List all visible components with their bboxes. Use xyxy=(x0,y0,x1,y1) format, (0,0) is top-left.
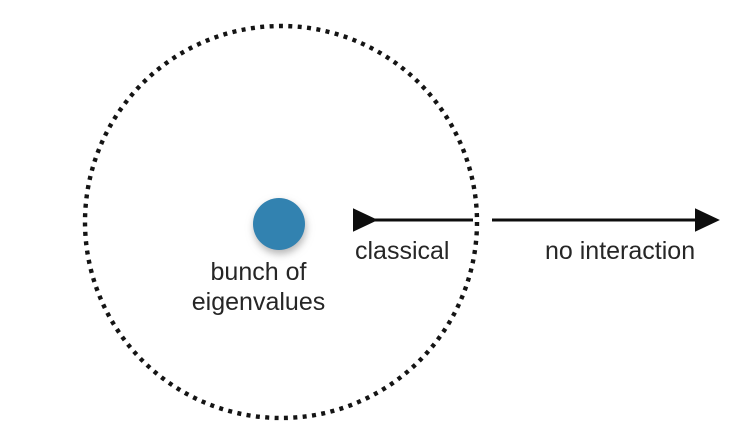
eigenvalue-label-line2: eigenvalues xyxy=(191,288,326,316)
eigenvalue-label-line1: bunch of xyxy=(210,258,307,286)
eigenvalue-blob-icon xyxy=(253,198,305,250)
classical-label: classical xyxy=(355,237,450,265)
eigenvalue-label: bunch of eigenvalues xyxy=(181,257,336,317)
dotted-circle-icon xyxy=(82,23,480,421)
no-interaction-label: no interaction xyxy=(545,237,696,265)
